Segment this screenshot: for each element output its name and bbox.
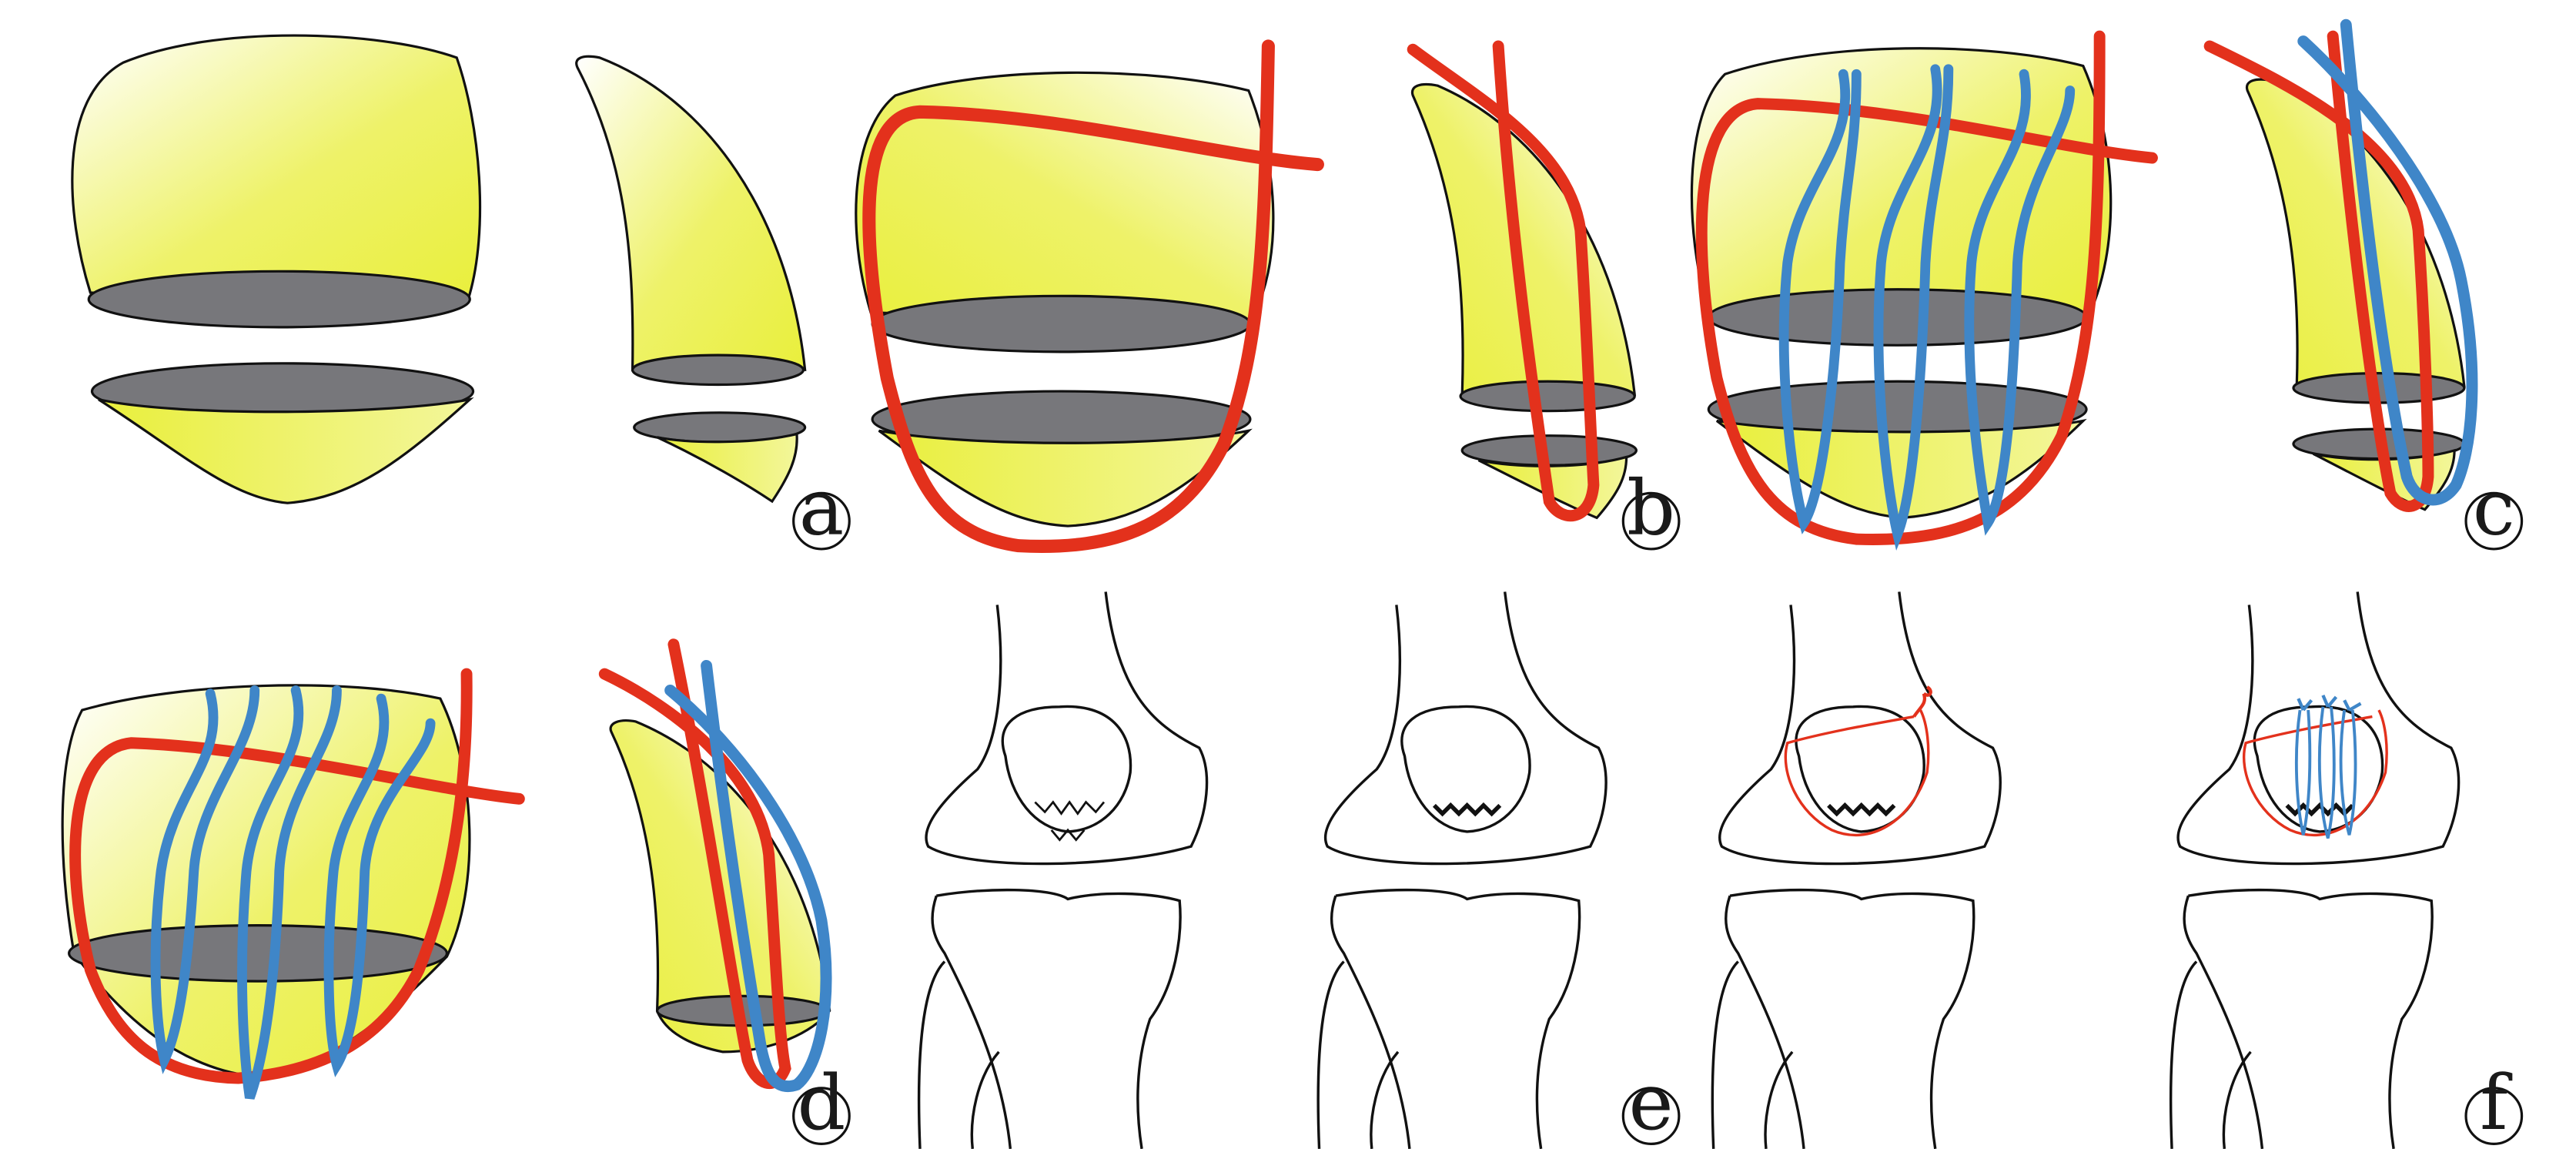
tibia-outline: [1725, 888, 1975, 1149]
side-lower-fragment: [656, 432, 798, 504]
blue-suture-side: [664, 659, 832, 1092]
blue-knots: [2297, 695, 2362, 712]
label-circle-e: [1621, 1087, 1681, 1146]
patella-outline: [2253, 705, 2384, 833]
panel-label-e: e: [1629, 1060, 1674, 1147]
fracture-line: [1827, 802, 1896, 817]
fracture-surface-upper: [871, 294, 1252, 353]
blue-suture-2: [2317, 706, 2336, 839]
panel-label-c: c: [2473, 465, 2515, 553]
knee-sequence: [917, 591, 2461, 1149]
red-cerclage-suture: [862, 39, 1324, 553]
panel-label-d: d: [798, 1060, 846, 1147]
patella-outline: [1001, 705, 1132, 833]
knee-outline-1: [917, 591, 1209, 1149]
label-circle-f: [2464, 1087, 2524, 1146]
panel-d: d: [61, 638, 851, 1147]
tibia-outline: [2183, 888, 2434, 1149]
patella-outline: [1795, 705, 1925, 833]
tibia-outline: [1330, 888, 1581, 1149]
patella-outline: [1400, 705, 1531, 833]
panel-b: b: [855, 39, 1681, 553]
femur-outline: [1323, 591, 1607, 866]
fracture-line: [1432, 802, 1502, 817]
upper-fragment: [71, 34, 482, 301]
side-view-cerclage: [1407, 40, 1638, 522]
side-upper-fragment: [1410, 82, 1637, 396]
knee-outline-2: [1316, 591, 1607, 1149]
tibia-outline: [931, 888, 1182, 1149]
panel-label-f: f: [2480, 1060, 2513, 1147]
label-circle-a: [792, 491, 851, 551]
label-circle-b: [1621, 491, 1681, 551]
blue-suture-2: [237, 685, 342, 1100]
panel-a: a: [71, 34, 851, 553]
blue-suture-1: [2294, 709, 2312, 836]
blue-suture-3: [1964, 69, 2076, 536]
fracture-line: [1034, 800, 1106, 842]
front-view-combined: [1690, 30, 2158, 551]
red-cerclage-side: [598, 638, 791, 1089]
red-cerclage-side: [2203, 30, 2434, 512]
label-circle-c: [2464, 491, 2524, 551]
front-view-healed: [61, 668, 525, 1100]
blue-suture-1: [1778, 69, 1862, 534]
fracture-surface-upper: [1707, 288, 2088, 347]
fracture-surface-upper: [87, 270, 471, 329]
fibula-outline: [2169, 960, 2252, 1149]
patella-front-fragments: [71, 34, 482, 504]
label-e: e: [1621, 1060, 1681, 1147]
lower-fragment: [98, 397, 474, 504]
red-cerclage-wire: [1784, 709, 1930, 837]
patella-side-fragments: [575, 55, 807, 504]
knee-outline-4: [2169, 591, 2461, 1149]
side-view-combined: [2203, 18, 2478, 512]
fracture-surface: [68, 923, 449, 983]
blue-suture-1: [150, 685, 260, 1074]
front-view-cerclage: [855, 39, 1324, 553]
blue-suture-3: [2339, 709, 2357, 836]
knee-outline-3: [1711, 591, 2002, 1149]
fibula-outline: [1316, 960, 1400, 1149]
blue-suture-side: [2297, 18, 2478, 506]
lower-fragment: [1715, 418, 2087, 519]
femur-outline: [1718, 591, 2002, 866]
lower-fragment: [878, 428, 1253, 528]
femur-outline: [2176, 591, 2461, 866]
panel-label-b: b: [1627, 465, 1675, 553]
red-knot: [1912, 685, 1932, 718]
side-upper-fragment: [575, 55, 807, 371]
red-cerclage-side: [1407, 40, 1600, 522]
blue-suture-2: [1873, 64, 1954, 551]
fibula-outline: [1711, 960, 1794, 1149]
side-fracture-upper: [631, 353, 805, 387]
red-cerclage-suture: [69, 668, 525, 1084]
panel-label-a: a: [799, 465, 845, 553]
side-view-healed: [598, 638, 832, 1092]
fibula-outline: [917, 960, 1000, 1149]
red-cerclage-wire: [2242, 709, 2388, 837]
side-fracture-upper: [1459, 380, 1636, 413]
label-f: f: [2464, 1060, 2524, 1147]
femur-outline: [925, 591, 1209, 866]
label-circle-d: [792, 1087, 851, 1146]
panel-c: c: [1690, 18, 2524, 553]
blue-suture-3: [323, 693, 436, 1077]
